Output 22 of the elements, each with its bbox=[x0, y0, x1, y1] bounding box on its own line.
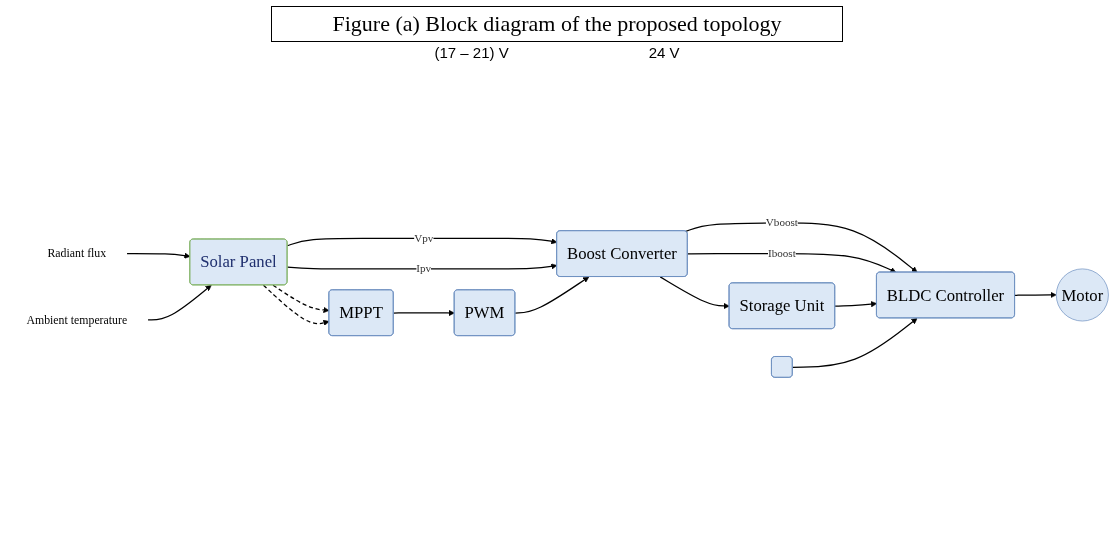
arrow bbox=[272, 284, 330, 314]
arrow bbox=[286, 237, 558, 247]
arrow bbox=[514, 276, 590, 314]
edge-label: Ipv bbox=[416, 262, 432, 275]
node-text: Radiant flux bbox=[47, 246, 107, 261]
node-circle: Motor bbox=[1055, 268, 1109, 322]
voltage-note: 24 V bbox=[648, 44, 680, 61]
edge-label: Iboost bbox=[767, 247, 796, 260]
arrow bbox=[126, 252, 191, 259]
node-text: Ambient temperature bbox=[26, 313, 128, 327]
arrow bbox=[659, 276, 730, 310]
arrow bbox=[286, 263, 558, 270]
arrow bbox=[834, 301, 878, 308]
arrow bbox=[1014, 291, 1057, 298]
figure-title: Figure (a) Block diagram of the proposed topology bbox=[271, 6, 843, 42]
arrow bbox=[262, 284, 330, 326]
arrow bbox=[792, 317, 918, 368]
arrow bbox=[393, 309, 455, 317]
edge-label: Vpv bbox=[414, 232, 434, 244]
arrow bbox=[147, 284, 212, 321]
edge-label: Vboost bbox=[765, 216, 798, 229]
voltage-note: (17 – 21) V bbox=[434, 44, 509, 61]
